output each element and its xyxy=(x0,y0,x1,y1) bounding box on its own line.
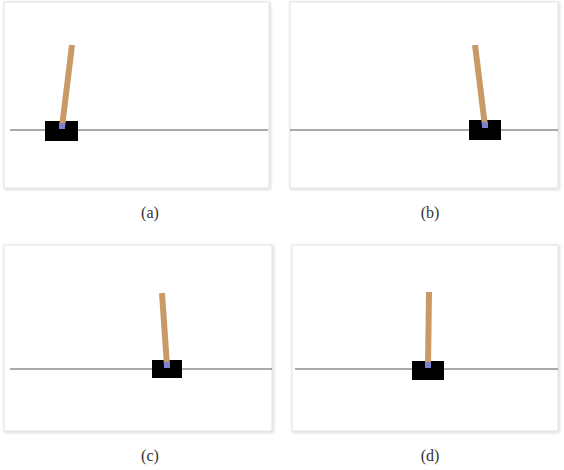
cartpole-frame xyxy=(4,2,269,188)
cartpole-frame xyxy=(290,2,558,188)
panel-label: (b) xyxy=(421,204,440,222)
panel-label: (a) xyxy=(141,204,159,222)
cartpole-frame xyxy=(4,245,272,431)
panel-label: (d) xyxy=(421,447,440,465)
panel-label: (c) xyxy=(141,447,159,465)
cartpole-frame xyxy=(292,245,558,431)
